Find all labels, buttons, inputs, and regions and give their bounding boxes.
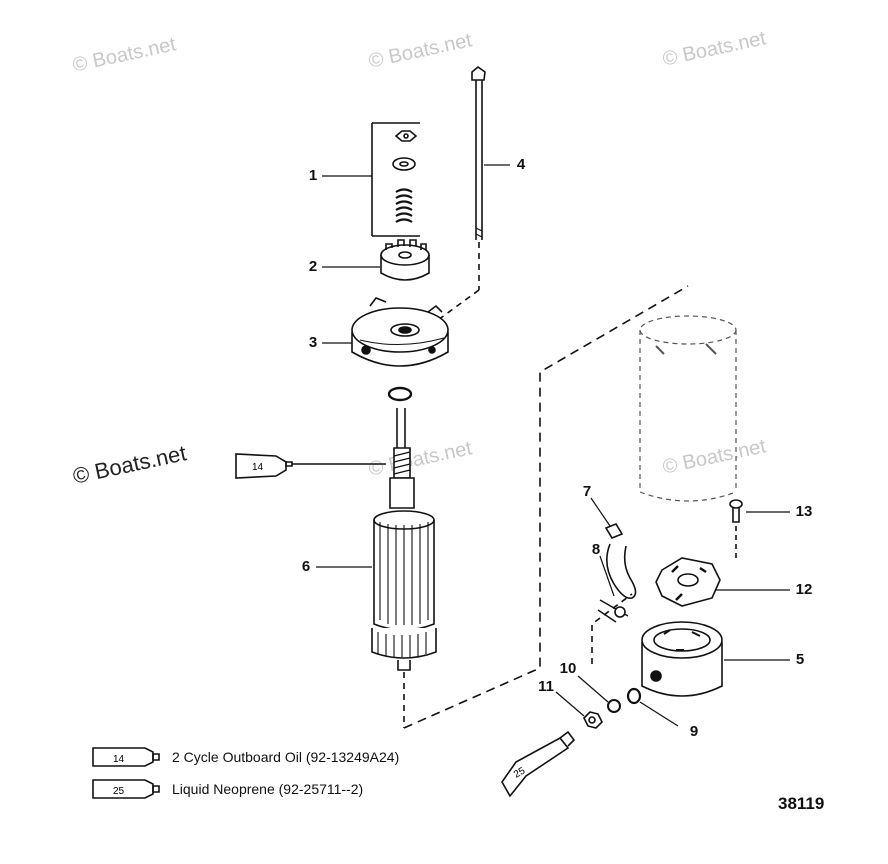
assembly-dashed-line: [403, 285, 689, 729]
drive-end-cap-part: [351, 297, 449, 367]
legend-oil-text: 2 Cycle Outboard Oil (92-13249A24): [172, 749, 400, 765]
callout-label: 1: [308, 167, 318, 184]
brush-holder-part: [655, 557, 721, 607]
callout-label: 5: [795, 651, 805, 668]
callout-label: 13: [795, 503, 813, 520]
callout-label: 11: [538, 678, 554, 695]
commutator-end-cap-part: [641, 621, 723, 697]
callout-label: 8: [591, 541, 601, 558]
drive-pinion-part: [380, 239, 430, 281]
lockwasher-part: [607, 699, 621, 713]
armature-part: [371, 408, 437, 728]
washer-part: [626, 687, 642, 705]
callout-label: 12: [795, 581, 813, 598]
legend-neoprene-text: Liquid Neoprene (92-25711--2): [172, 781, 364, 797]
o-ring-part: [387, 386, 413, 402]
callout-label: 4: [516, 156, 526, 173]
through-bolt-part: [437, 65, 486, 321]
legend-tube-neoprene-icon: [92, 779, 160, 799]
callout-label: 10: [559, 660, 577, 677]
callout-label: 9: [689, 723, 699, 740]
legend-tube-oil-icon: [92, 747, 160, 767]
hardware-kit-part: [371, 122, 420, 237]
leader-lines: [316, 164, 790, 727]
tube-b-label: 25: [512, 765, 528, 780]
oil-tube-icon: [235, 453, 386, 479]
callout-label: 2: [308, 258, 318, 275]
callout-label: 6: [301, 558, 311, 575]
legend-code: 14: [113, 754, 125, 765]
screw-part: [729, 499, 743, 560]
figure-number: 38119: [778, 794, 825, 813]
neoprene-tube-icon: [501, 730, 576, 798]
frame-housing-part: [639, 315, 737, 502]
callout-label: 7: [582, 483, 592, 500]
tube-a-label: 14: [252, 462, 264, 473]
callout-label: 3: [308, 334, 318, 351]
nut-part: [583, 711, 603, 729]
brush-lead-part: [591, 523, 637, 664]
legend-code: 25: [113, 786, 125, 797]
